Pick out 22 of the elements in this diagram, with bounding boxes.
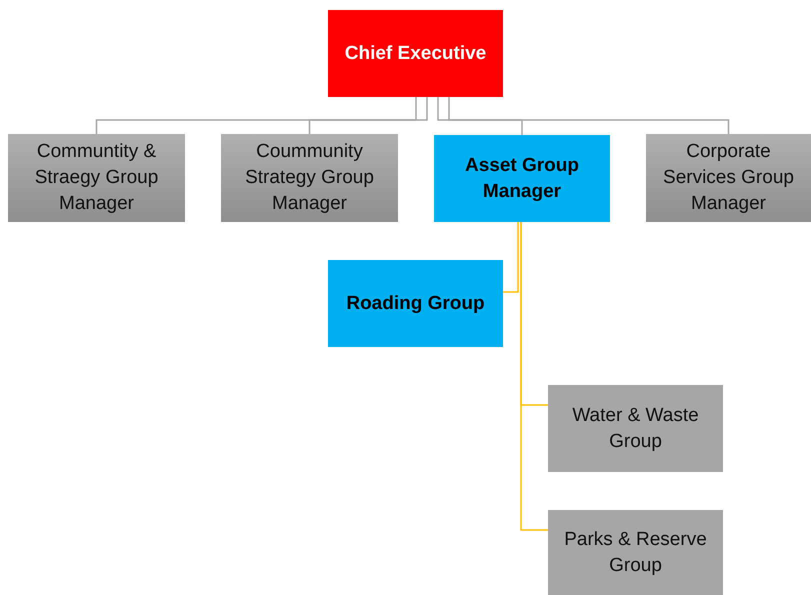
org-box [8,134,185,222]
org-box [548,385,723,472]
org-box [548,510,723,595]
connector-line [437,97,730,134]
role-title: Corporate Services Group Manager [662,140,795,216]
org-box [328,10,503,97]
role-title: Communtity & Straegy Group Manager [34,140,160,216]
role-title: Coummunity Strategy Group Manager [244,140,375,216]
org-box [646,134,811,222]
org-box [434,135,610,222]
role-title: Chief Executive [344,42,486,66]
org-box [221,134,398,222]
role-title: Asset Group Manager [464,154,580,204]
role-title: Water & Waste Group [571,404,700,454]
connector-line [448,97,523,135]
role-title: Parks & Reserve Group [563,528,708,578]
connector-line [308,97,428,134]
connector-line [520,222,548,531]
role-title: Roading Group [346,292,485,316]
connector-line [503,222,519,293]
org-box [328,260,503,347]
connector-line [96,97,417,134]
